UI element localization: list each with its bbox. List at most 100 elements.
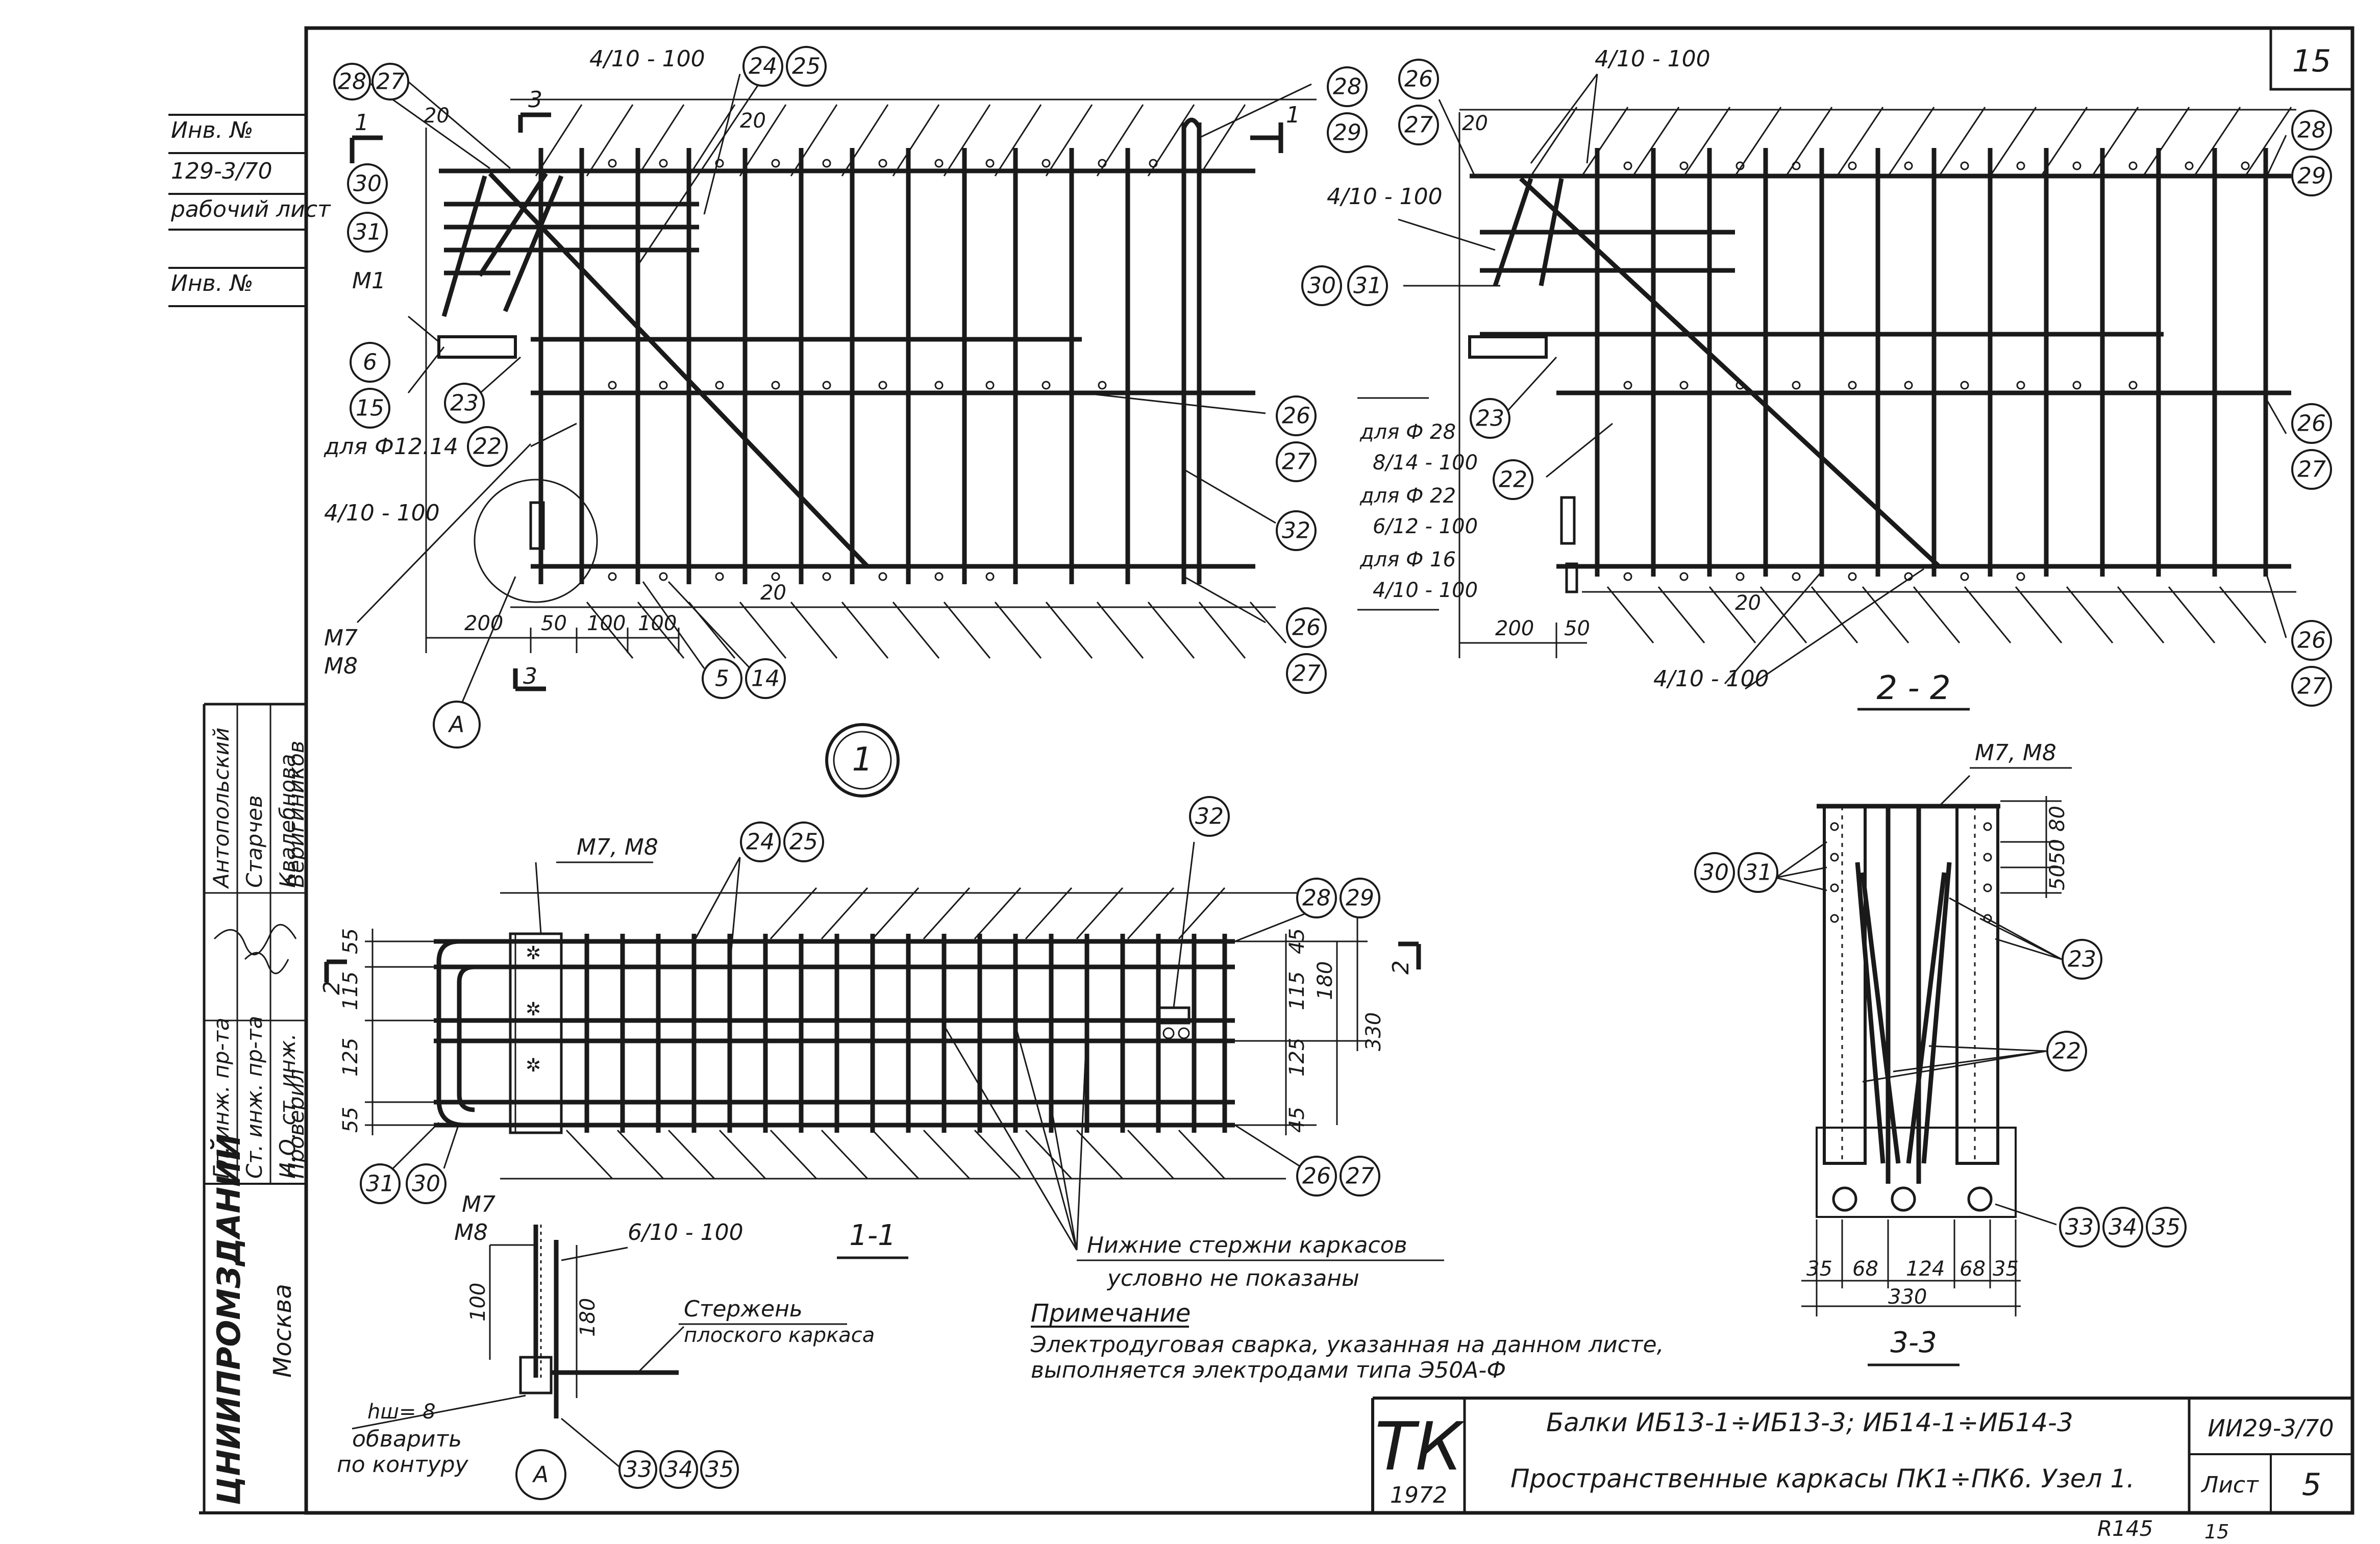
svg-text:28: 28 [338,69,366,95]
view11-dim-330: 330 [1362,1012,1385,1051]
svg-text:31: 31 [1744,860,1772,886]
view-1-1-plan: ✲ ✲ ✲ 55 115 125 55 45 115 125 45 180 33… [319,796,1444,1291]
detail-a-m7: М7 [462,1191,495,1217]
svg-text:34: 34 [2109,1214,2137,1240]
dim-50: 50 [541,612,567,635]
view11-note-line2: условно не показаны [1106,1265,1359,1291]
note-line-1: Электродуговая сварка, указанная на данн… [1030,1332,1664,1358]
svg-text:15: 15 [356,395,384,421]
role-1: Гл. инж. пр-та [209,1017,234,1179]
archive-line-4: Инв. № [171,270,253,296]
svg-text:26: 26 [2297,628,2326,654]
view2-top-hatch [1530,107,2292,177]
svg-text:29: 29 [1333,120,1361,146]
name-4: Веригиников [284,740,309,888]
svg-text:29: 29 [1346,885,1374,911]
svg-text:✲: ✲ [526,943,541,964]
svg-text:25: 25 [789,829,818,855]
svg-text:22: 22 [473,434,502,460]
svg-text:27: 27 [376,69,405,95]
label-spacing-top: 4/10 - 100 [589,46,705,72]
org-name: ЦНИИПРОМЗДАНИЙ [210,1134,247,1505]
view11-dim-right-125: 125 [1285,1038,1309,1077]
svg-text:32: 32 [1195,804,1224,830]
detail-a-rod-1: Стержень [684,1296,803,1322]
svg-text:34: 34 [664,1457,693,1483]
detail-a-dim-180: 180 [576,1298,600,1337]
detail-a-spacing: 6/10 - 100 [628,1219,743,1246]
callout-a-marker: А [433,701,481,749]
svg-text:32: 32 [1282,518,1310,544]
svg-text:✲: ✲ [526,1055,541,1076]
title-block: ТК 1972 Балки ИБ13-1÷ИБ13-3; ИБ14-1÷ИБ14… [1371,1397,2352,1513]
svg-text:26: 26 [2297,411,2326,437]
title-code: ИИ29-3/70 [2208,1414,2334,1442]
view11-hatch-bottom [565,1129,1226,1180]
view11-dim-left-55-b: 55 [339,1107,362,1133]
view11-marks: 24 25 32 28 29 26 27 31 30 [360,796,1380,1204]
label-m1: М1 [352,268,386,294]
svg-text:6/12 - 100: 6/12 - 100 [1373,515,1478,538]
view33-dim-124: 124 [1906,1257,1945,1281]
view11-dim-180: 180 [1313,961,1337,1000]
sheet-number-top: 15 [2292,43,2331,79]
view33-dim-35-b: 35 [1993,1257,2019,1281]
section-1-marker-left: 1 [355,110,369,136]
view33-title: 3-3 [1890,1326,1937,1359]
detail-a-weld: hш= 8 [367,1400,436,1424]
view2-spacing-top: 4/10 - 100 [1595,46,1710,72]
dim-20-bottom: 20 [760,581,786,605]
label-m8: М8 [324,653,358,679]
view33-dim-68-a: 68 [1852,1257,1878,1281]
svg-text:А: А [448,712,464,738]
title-sheet-number: 5 [2302,1467,2321,1503]
view11-dim-left-125: 125 [339,1038,362,1077]
svg-text:27: 27 [1282,449,1310,475]
title-year: 1972 [1390,1482,1447,1508]
svg-text:35: 35 [705,1457,734,1483]
label-for-12-14: для Ф12.14 [324,434,458,460]
view2-bar-dots [1623,161,2250,581]
section-3-marker-top: 3 [528,87,542,113]
view33-label-m7m8: М7, М8 [1975,740,2056,766]
role-3: И.О. ст. инж. [275,1033,300,1179]
bottom-hatch [586,602,1287,659]
title-sheet-label: Лист [2200,1472,2259,1498]
top-hatch [535,104,1246,177]
svg-text:24: 24 [746,829,775,855]
svg-text:для Ф 22: для Ф 22 [1359,484,1456,508]
view-3-3-section: 80 50 50 35 68 124 68 35 330 3-3 М7, М8 … [1694,740,2187,1366]
view2-bottom-hatch [1606,586,2267,643]
name-1: Антопольский [209,728,234,889]
detail-a-rod-2: плоского каркаса [684,1324,875,1347]
sheet-number-box [2269,27,2354,91]
note-line-2: выполняется электродами типа Э50А-Ф [1031,1357,1506,1383]
svg-text:26: 26 [1282,403,1310,429]
dim-100-a: 100 [587,612,626,635]
label-spacing-left: 4/10 - 100 [324,500,440,526]
view33-dim-50-a: 50 [2046,839,2069,865]
archive-line-3: рабочий лист [170,196,331,222]
view2-dim-200: 200 [1495,617,1534,640]
section-2-marker-left: 2 [319,981,345,995]
name-2: Старчев [242,795,267,888]
view2-spacing-bottom: 4/10 - 100 [1653,666,1769,692]
view11-dim-right-45-b: 45 [1285,1107,1309,1133]
org-city: Москва [268,1284,297,1378]
svg-text:27: 27 [2297,457,2326,483]
svg-text:26: 26 [1302,1163,1331,1189]
view33-dim-80: 80 [2046,806,2069,832]
svg-text:25: 25 [792,54,821,80]
svg-text:5: 5 [715,666,729,692]
detail-a-callout: А [515,1449,566,1500]
view2-dim-20-bottom: 20 [1735,591,1761,615]
detail-a-dim-100: 100 [466,1283,490,1322]
dim-200: 200 [464,612,503,635]
view11-dim-left-115: 115 [339,972,362,1010]
svg-text:30: 30 [1307,273,1336,299]
svg-text:14: 14 [751,666,780,692]
view2-title: 2 - 2 [1876,669,1950,707]
view11-dim-left-55-a: 55 [339,928,362,954]
svg-text:29: 29 [2297,163,2326,189]
dim-100-b: 100 [638,612,677,635]
